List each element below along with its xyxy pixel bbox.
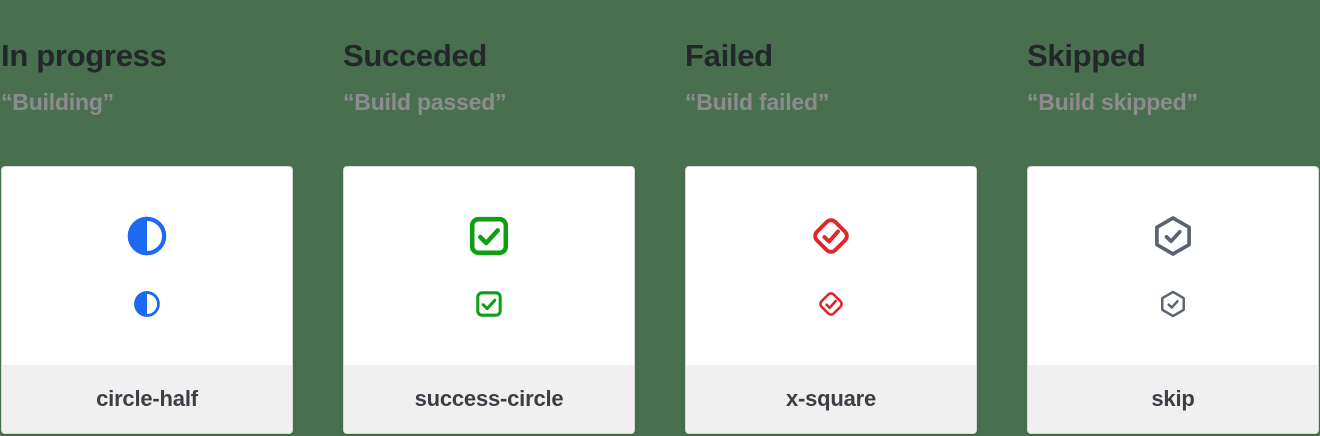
card-footer: success-circle: [344, 365, 634, 434]
status-column-succeded: Succeded “Build passed” success-circle: [343, 0, 635, 435]
check-square-icon-large: [468, 215, 510, 257]
icon-card-circle-half: circle-half: [1, 166, 293, 435]
check-square-icon-small: [475, 290, 503, 318]
status-quote: “Building”: [1, 88, 114, 115]
circle-half-icon-large: [126, 215, 168, 257]
status-quote: “Build passed”: [343, 88, 507, 115]
status-title: Failed: [685, 38, 773, 73]
icon-card-success-circle: success-circle: [343, 166, 635, 435]
status-title: In progress: [1, 38, 167, 73]
card-footer: circle-half: [2, 365, 292, 434]
card-footer: skip: [1028, 365, 1318, 434]
check-diamond-icon-large: [810, 215, 852, 257]
card-footer: x-square: [686, 365, 976, 434]
icon-card-skip: skip: [1027, 166, 1319, 435]
status-title: Skipped: [1027, 38, 1146, 73]
icon-name-label: skip: [1151, 386, 1195, 412]
circle-half-icon-small: [133, 290, 161, 318]
status-title: Succeded: [343, 38, 488, 73]
status-column-in-progress: In progress “Building” circle-half: [1, 0, 293, 435]
status-column-failed: Failed “Build failed” x-square: [685, 0, 977, 435]
check-hexagon-icon-small: [1159, 290, 1187, 318]
icon-name-label: success-circle: [414, 386, 564, 412]
icon-name-label: x-square: [785, 386, 877, 412]
check-hexagon-icon-large: [1152, 215, 1194, 257]
check-diamond-icon-small: [817, 290, 845, 318]
status-column-skipped: Skipped “Build skipped” skip: [1027, 0, 1319, 435]
icon-card-x-square: x-square: [685, 166, 977, 435]
status-quote: “Build failed”: [685, 88, 830, 115]
icon-name-label: circle-half: [96, 386, 198, 412]
status-quote: “Build skipped”: [1027, 88, 1198, 115]
